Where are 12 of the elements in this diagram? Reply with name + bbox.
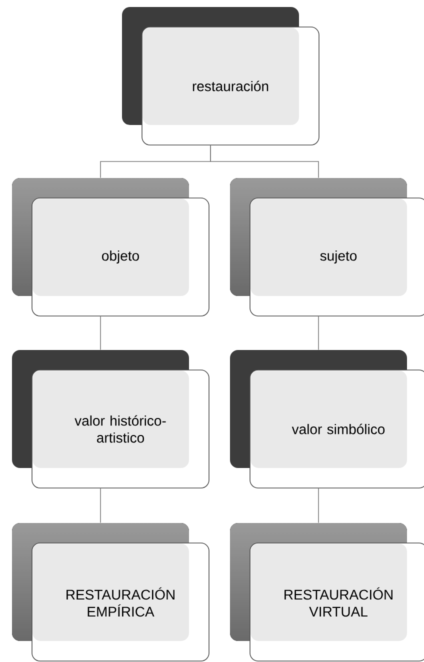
connector-line xyxy=(100,316,101,350)
process-box: sujeto xyxy=(230,178,424,316)
process-box: valor simbólico xyxy=(230,350,424,488)
process-box: restauración xyxy=(122,7,320,146)
process-box: RESTAURACIÓN VIRTUAL xyxy=(230,523,424,662)
process-box: RESTAURACIÓN EMPÍRICA xyxy=(12,523,210,662)
connector-line xyxy=(210,144,319,178)
process-box: valor histórico-artistico xyxy=(12,350,210,488)
connector-line xyxy=(318,316,319,350)
process-box: objeto xyxy=(12,178,210,316)
connector-line xyxy=(100,488,101,524)
connector-line xyxy=(318,488,319,524)
